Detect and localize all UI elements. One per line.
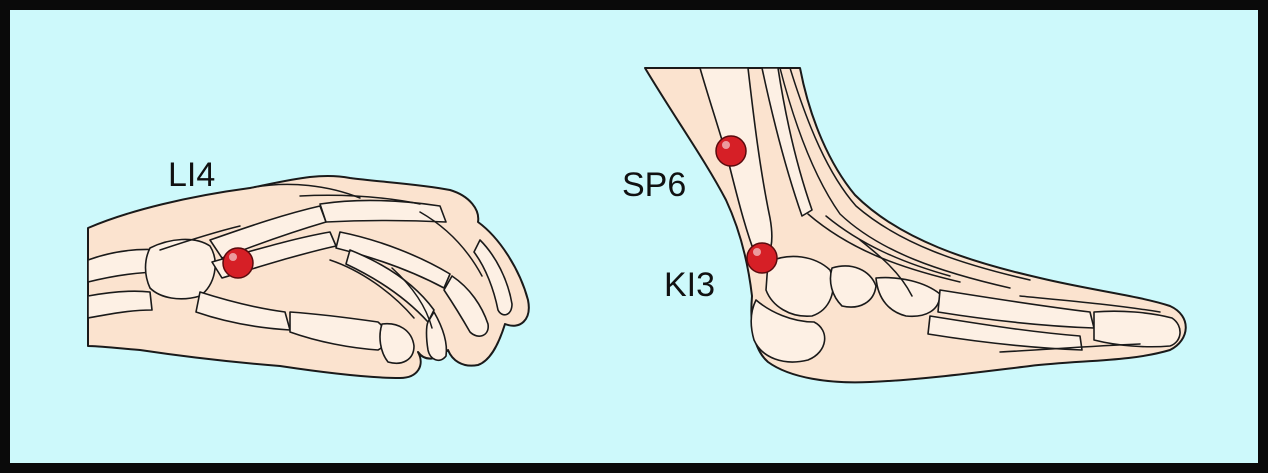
ki3-label: KI3 <box>664 268 715 302</box>
index-proximal-phalanx <box>320 200 446 222</box>
sp6-point[interactable] <box>716 136 746 166</box>
li4-point[interactable] <box>223 248 253 278</box>
carpal-bones <box>146 239 216 298</box>
foot-illustration <box>645 68 1186 382</box>
li4-label: LI4 <box>168 158 215 192</box>
hand-illustration <box>88 176 529 378</box>
ki3-point[interactable] <box>747 243 777 273</box>
toe-phalanges <box>1094 311 1180 347</box>
sp6-label: SP6 <box>622 168 686 202</box>
